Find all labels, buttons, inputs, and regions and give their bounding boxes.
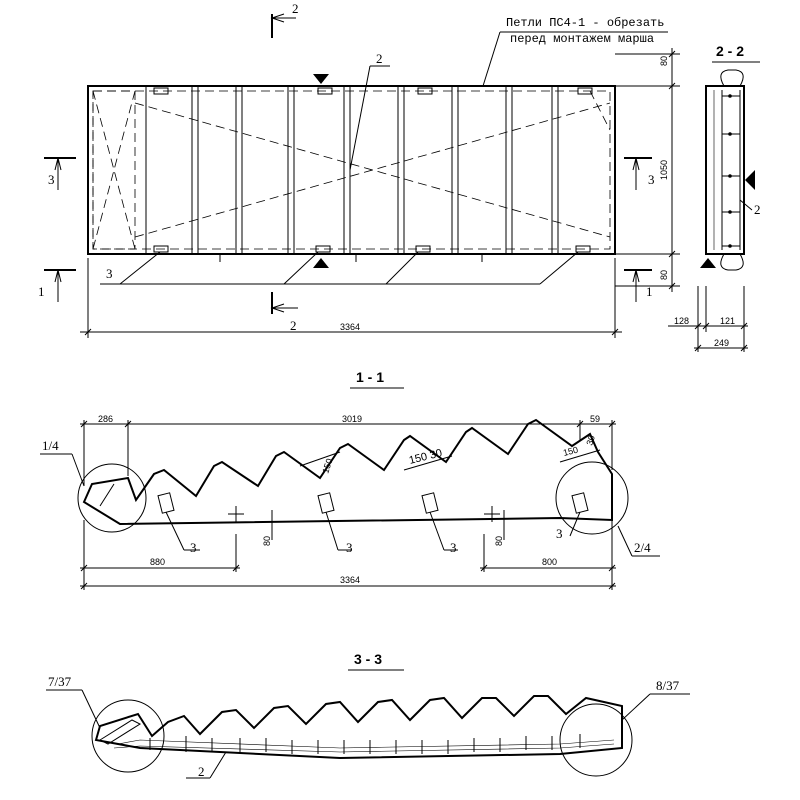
section-2-2-support (745, 170, 755, 190)
section-3-3-rebar (117, 739, 615, 749)
dim-150-b: 150 (562, 445, 579, 458)
section-3-3-body (94, 695, 623, 760)
plan-end-zone-left (92, 90, 136, 250)
section-2-2: 2 - 2 2 128 121 249 (668, 43, 761, 352)
section-3-3-stirrups (149, 734, 581, 754)
section-3-3: 3 - 3 7/37 (46, 651, 690, 779)
section-1-1-callout-3-b: 3 (346, 540, 353, 555)
plan-callout-3: 3 (106, 266, 113, 281)
section-3-3-end-left (98, 719, 142, 745)
section-2-2-callout: 2 (754, 202, 761, 217)
insert-1 (157, 492, 175, 514)
plan-step-lines (145, 86, 559, 254)
dim-150-a: 150 (320, 457, 334, 474)
dim-3019: 3019 (342, 414, 362, 424)
section-2-2-dim-249: 249 (714, 338, 729, 348)
section-2-2-dim-121: 121 (720, 316, 735, 326)
section-2-2-outline (705, 85, 745, 255)
support-triangle-top (313, 74, 329, 84)
section-3-marker-left: 3 (48, 172, 55, 187)
node-1-4: 1/4 (42, 438, 59, 453)
section-2-2-title: 2 - 2 (716, 43, 744, 59)
detail-circle-left (77, 463, 147, 533)
section-3-3-title: 3 - 3 (354, 651, 382, 667)
dim-80-a: 80 (262, 536, 272, 546)
section-2-2-loop-bottom (720, 253, 744, 271)
dim-286: 286 (98, 414, 113, 424)
section-2-marker-bottom: 2 (290, 318, 297, 333)
plan-dim-1050: 1050 (659, 160, 669, 180)
dim-59: 59 (590, 414, 600, 424)
note-line-1: Петли ПС4-1 - обрезать (506, 16, 664, 30)
plan-dim-80-top: 80 (659, 56, 669, 66)
note-line-2: перед монтажем марша (510, 32, 654, 46)
plan-callout-2: 2 (376, 51, 383, 66)
section-2-marker-top: 2 (292, 1, 299, 16)
section-2-2-dim-128: 128 (674, 316, 689, 326)
plan-view: 2 3 Петли ПС4-1 - обрезать перед монтаже… (38, 1, 680, 338)
plan-inner-dashed (92, 90, 611, 250)
node-7-37: 7/37 (48, 674, 72, 689)
dim-800: 800 (542, 557, 557, 567)
section-1-1-callout-3-a: 3 (190, 540, 197, 555)
section-1-1-callout-3-c: 3 (450, 540, 457, 555)
support-triangle-bottom (313, 258, 329, 268)
plan-dim-80-bottom: 80 (659, 270, 669, 280)
section-1-marker-left: 1 (38, 284, 45, 299)
plan-dim-3364: 3364 (340, 322, 360, 332)
node-2-4: 2/4 (634, 540, 651, 555)
section-2-2-support-bottom (700, 258, 716, 268)
detail-circle-7-37 (91, 699, 165, 773)
dim-3364: 3364 (340, 575, 360, 585)
section-1-1-body (82, 418, 613, 526)
detail-circle-8-37 (559, 703, 633, 777)
plan-diagonal-2 (134, 102, 611, 238)
dim-80-b: 80 (494, 536, 504, 546)
insert-4 (571, 492, 589, 514)
node-8-37: 8/37 (656, 678, 680, 693)
section-3-3-callout-2: 2 (198, 764, 205, 779)
insert-3 (421, 492, 439, 514)
dim-30: 30 (584, 434, 597, 447)
section-1-1-callout-3-d: 3 (556, 526, 563, 541)
section-2-2-loop-top (720, 69, 744, 87)
dim-880: 880 (150, 557, 165, 567)
plan-outline (87, 85, 616, 255)
detail-circle-right (555, 461, 629, 535)
plan-lifting-loops (153, 87, 593, 253)
section-1-1: 1 - 1 1/4 2/4 286 3019 59 (40, 369, 660, 590)
section-3-marker-right: 3 (648, 172, 655, 187)
insert-2 (317, 492, 335, 514)
section-1-1-title: 1 - 1 (356, 369, 384, 385)
section-1-marker-right: 1 (646, 284, 653, 299)
